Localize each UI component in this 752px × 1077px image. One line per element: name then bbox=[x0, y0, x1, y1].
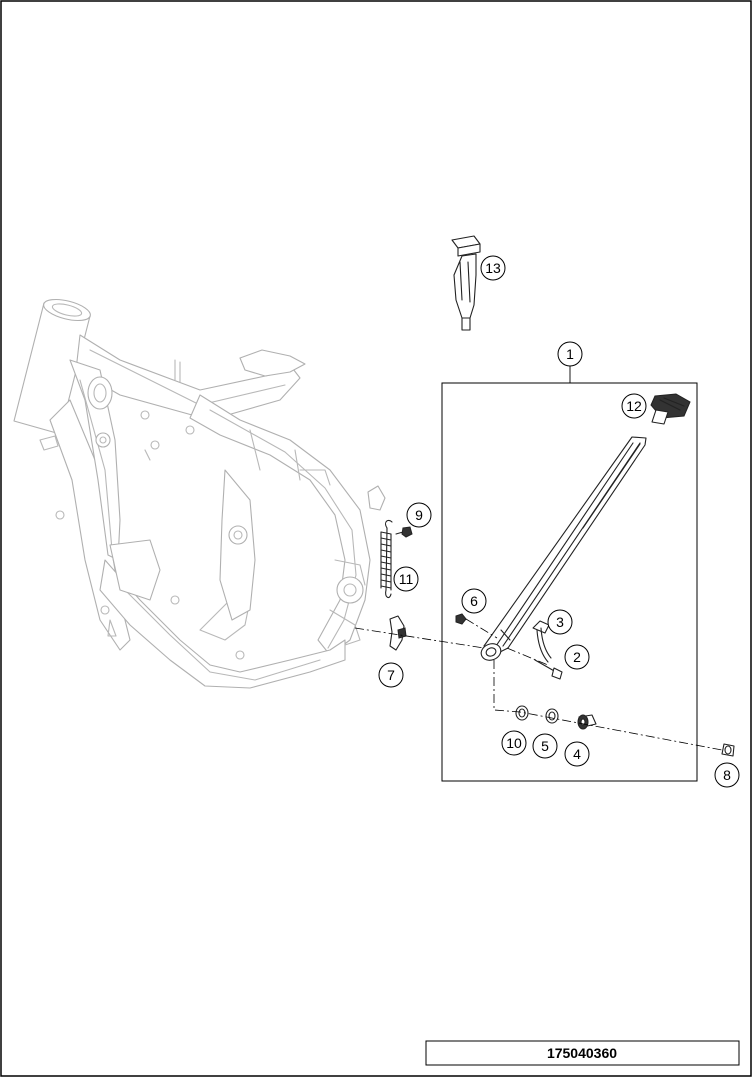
svg-text:9: 9 bbox=[415, 507, 423, 523]
part-6-nut bbox=[455, 613, 467, 625]
svg-text:10: 10 bbox=[506, 735, 522, 751]
part-5-washer bbox=[545, 708, 559, 724]
callout-1: 1 bbox=[557, 341, 583, 367]
assembly-lines bbox=[354, 618, 723, 751]
document-number-box: 175040360 bbox=[425, 1040, 740, 1066]
part-9-nut bbox=[395, 526, 413, 538]
callout-3: 3 bbox=[547, 609, 573, 635]
part-13-tool bbox=[451, 235, 481, 331]
assembly-box bbox=[441, 382, 698, 782]
callout-12: 12 bbox=[621, 393, 647, 419]
part-12-foot-pad bbox=[650, 393, 691, 425]
part-1-side-stand bbox=[480, 436, 647, 661]
part-4-bushing bbox=[577, 714, 597, 730]
svg-text:13: 13 bbox=[485, 260, 501, 276]
part-7-bracket bbox=[389, 615, 407, 651]
svg-text:4: 4 bbox=[573, 746, 581, 762]
svg-text:12: 12 bbox=[626, 398, 642, 414]
callout-4: 4 bbox=[564, 741, 590, 767]
part-3-bracket bbox=[532, 620, 552, 663]
svg-text:3: 3 bbox=[556, 614, 564, 630]
callout-6: 6 bbox=[461, 588, 487, 614]
svg-text:2: 2 bbox=[573, 649, 581, 665]
callout-13: 13 bbox=[480, 255, 506, 281]
callout-11: 11 bbox=[393, 566, 419, 592]
part-2-screw bbox=[534, 659, 563, 680]
callout-7: 7 bbox=[378, 662, 404, 688]
frame-illustration bbox=[13, 298, 386, 689]
svg-text:6: 6 bbox=[470, 593, 478, 609]
svg-text:7: 7 bbox=[387, 667, 395, 683]
svg-text:8: 8 bbox=[723, 767, 731, 783]
callout-10: 10 bbox=[501, 730, 527, 756]
part-11-spring bbox=[380, 519, 393, 599]
svg-text:5: 5 bbox=[541, 738, 549, 754]
svg-text:1: 1 bbox=[566, 346, 574, 362]
callout-5: 5 bbox=[532, 733, 558, 759]
callout-8: 8 bbox=[714, 762, 740, 788]
svg-text:11: 11 bbox=[399, 571, 414, 587]
part-10-washer bbox=[515, 705, 529, 721]
callout-2: 2 bbox=[564, 644, 590, 670]
callout-9: 9 bbox=[406, 502, 432, 528]
document-number: 175040360 bbox=[547, 1045, 617, 1061]
part-8-bolt bbox=[721, 743, 735, 757]
